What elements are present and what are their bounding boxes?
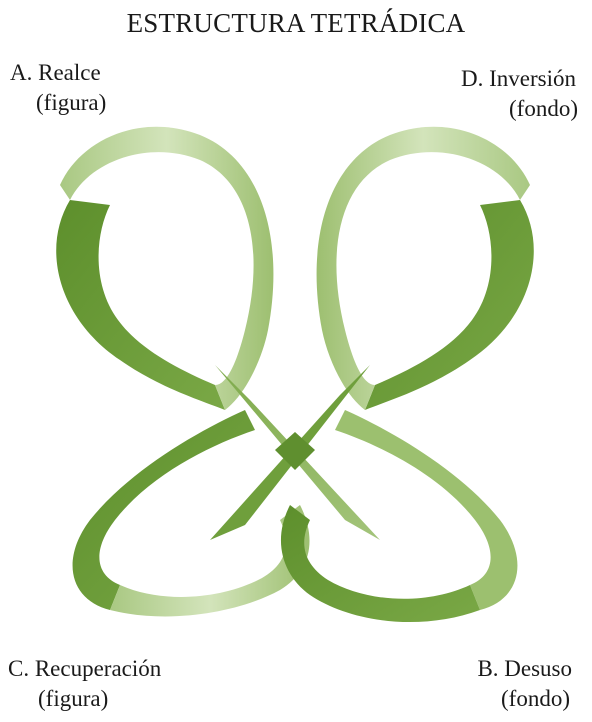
ribbon-loop-bottom-right-inner bbox=[335, 410, 517, 610]
ribbon-loop-bottom-right bbox=[281, 410, 517, 622]
ribbon-loop-bottom-right-outer bbox=[281, 505, 480, 622]
ribbon-loop-top-right bbox=[317, 127, 534, 410]
ribbon-loop-bottom-left-outer bbox=[110, 505, 310, 616]
ribbon-loop-top-right-inner bbox=[365, 200, 534, 410]
ribbon-loop-bottom-left bbox=[73, 410, 310, 616]
ribbon-loop-top-left bbox=[56, 127, 273, 410]
ribbon-loop-top-left-inner bbox=[56, 200, 225, 410]
ribbon-loop-bottom-left-inner bbox=[73, 410, 255, 610]
